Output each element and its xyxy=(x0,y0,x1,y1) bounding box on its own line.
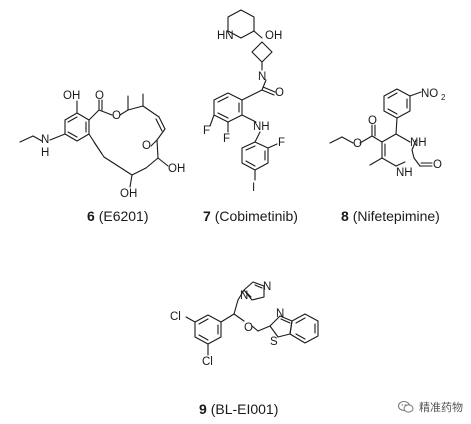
atom-9-o: O xyxy=(244,322,253,334)
atom-7-hn: HN xyxy=(217,30,234,42)
atom-6-oh-phenol: OH xyxy=(63,90,80,102)
atom-8-nh-top: NH xyxy=(410,137,427,149)
compound-name-7: (Cobimetinib) xyxy=(214,208,298,224)
atom-8-nh-bottom: NH xyxy=(396,167,413,179)
compound-name-6: (E6201) xyxy=(98,208,149,224)
compound-number-9: 9 xyxy=(199,401,207,417)
compound-name-8: (Nifetepimine) xyxy=(352,208,440,224)
atom-7-o-amide: O xyxy=(275,87,284,99)
atom-7-nh: NH xyxy=(253,121,270,133)
atom-6-oh-a: OH xyxy=(120,188,137,200)
caption-compound-9: 9 (BL-EI001) xyxy=(199,401,278,417)
caption-compound-7: 7 (Cobimetinib) xyxy=(203,208,298,224)
atom-8-o-urea: O xyxy=(433,159,442,171)
compound-number-6: 6 xyxy=(87,208,95,224)
atom-9-cl-a: Cl xyxy=(170,311,181,323)
structure-6 xyxy=(19,93,169,188)
atom-9-n-thiazole: N xyxy=(276,308,284,320)
watermark: 精准药物 xyxy=(398,399,463,415)
atom-8-no: NO xyxy=(421,88,438,100)
atom-7-f-b: F xyxy=(223,133,230,145)
atom-9-cl-b: Cl xyxy=(202,356,213,368)
atom-6-n: N xyxy=(41,134,49,146)
atom-6-o-ketone: O xyxy=(142,140,151,152)
wechat-icon xyxy=(398,400,414,414)
structure-7 xyxy=(209,9,278,181)
atom-7-f-a: F xyxy=(203,125,210,137)
atom-7-n-azetidine: N xyxy=(258,71,266,83)
atom-7-oh: OH xyxy=(265,30,282,42)
atom-6-o-ring: O xyxy=(112,110,121,122)
atom-8-no-sub: 2 xyxy=(441,93,446,102)
atom-9-n1: N xyxy=(240,290,248,302)
atom-6-oh-b: OH xyxy=(168,163,185,175)
caption-compound-8: 8 (Nifetepimine) xyxy=(341,208,440,224)
atom-7-i: I xyxy=(252,182,255,194)
structure-9 xyxy=(185,281,319,356)
compound-number-7: 7 xyxy=(203,208,211,224)
atom-6-o-carbonyl: O xyxy=(95,90,104,102)
structure-8 xyxy=(329,88,433,167)
atom-7-f-c: F xyxy=(278,137,285,149)
compound-name-9: (BL-EI001) xyxy=(210,401,279,417)
compound-number-8: 8 xyxy=(341,208,349,224)
watermark-text: 精准药物 xyxy=(419,401,463,414)
atom-9-s: S xyxy=(270,336,278,348)
caption-compound-6: 6 (E6201) xyxy=(87,208,149,224)
atom-8-o-carbonyl: O xyxy=(368,115,377,127)
atom-9-n2: N xyxy=(263,281,271,293)
atom-8-o-ether: O xyxy=(353,138,362,150)
atom-6-h: H xyxy=(41,147,49,159)
